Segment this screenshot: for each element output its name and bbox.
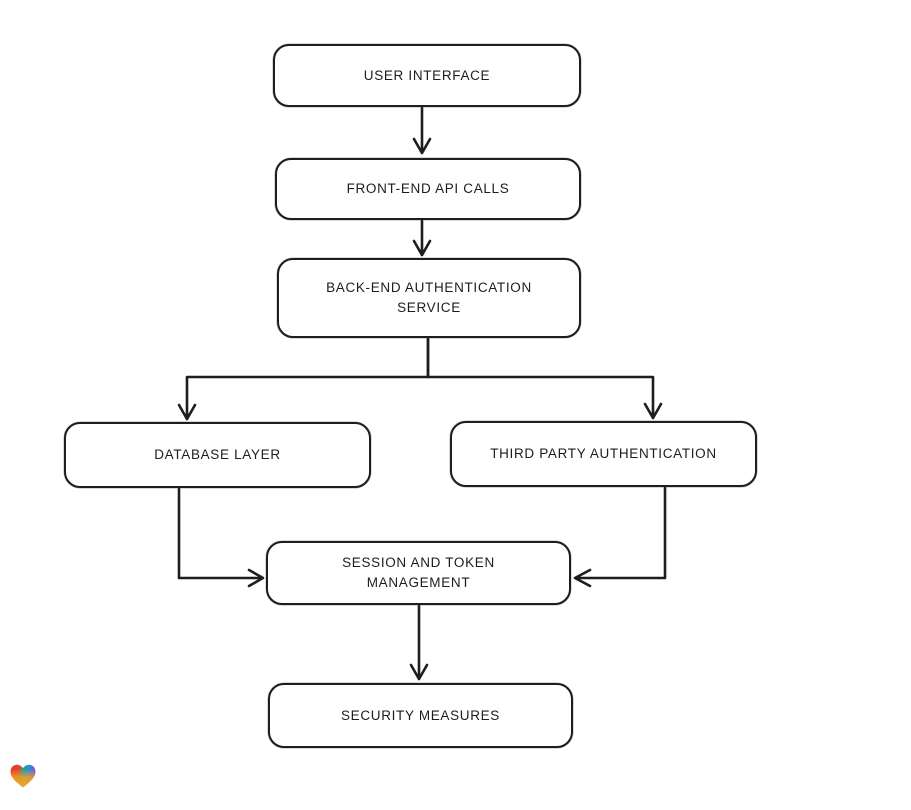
node-back-end-authentication-service: BACK-END AUTHENTICATION SERVICE [277,258,581,338]
node-front-end-api-calls: FRONT-END API CALLS [275,158,581,220]
node-database-layer-label: DATABASE LAYER [154,447,281,463]
node-user-interface: USER INTERFACE [273,44,581,107]
gradient-heart-icon [10,764,36,788]
node-security-measures-label: SECURITY MEASURES [340,707,500,723]
edge-user-interface-to-front-end [412,106,432,155]
node-front-end-api-calls-label: FRONT-END API CALLS [346,181,510,197]
node-user-interface-label: USER INTERFACE [363,67,491,83]
node-third-party-authentication: THIRD PARTY AUTHENTICATION [450,421,757,487]
node-session-and-token-management-label: SESSION AND TOKEN MANAGEMENT [342,555,495,590]
node-session-and-token-management: SESSION AND TOKEN MANAGEMENT [266,541,571,605]
edge-front-end-to-back-end [412,219,432,257]
node-database-layer: DATABASE LAYER [64,422,371,488]
edge-back-end-to-third-party [426,337,663,420]
edge-third-party-to-session [573,486,667,588]
node-third-party-authentication-label: THIRD PARTY AUTHENTICATION [490,446,717,462]
edge-session-to-security [409,604,429,681]
node-back-end-authentication-service-label: BACK-END AUTHENTICATION SERVICE [326,280,532,315]
edge-database-to-session [177,487,265,588]
lovable-heart-logo[interactable] [8,761,38,791]
edge-back-end-to-database-layer [177,337,430,421]
node-security-measures: SECURITY MEASURES [268,683,573,748]
